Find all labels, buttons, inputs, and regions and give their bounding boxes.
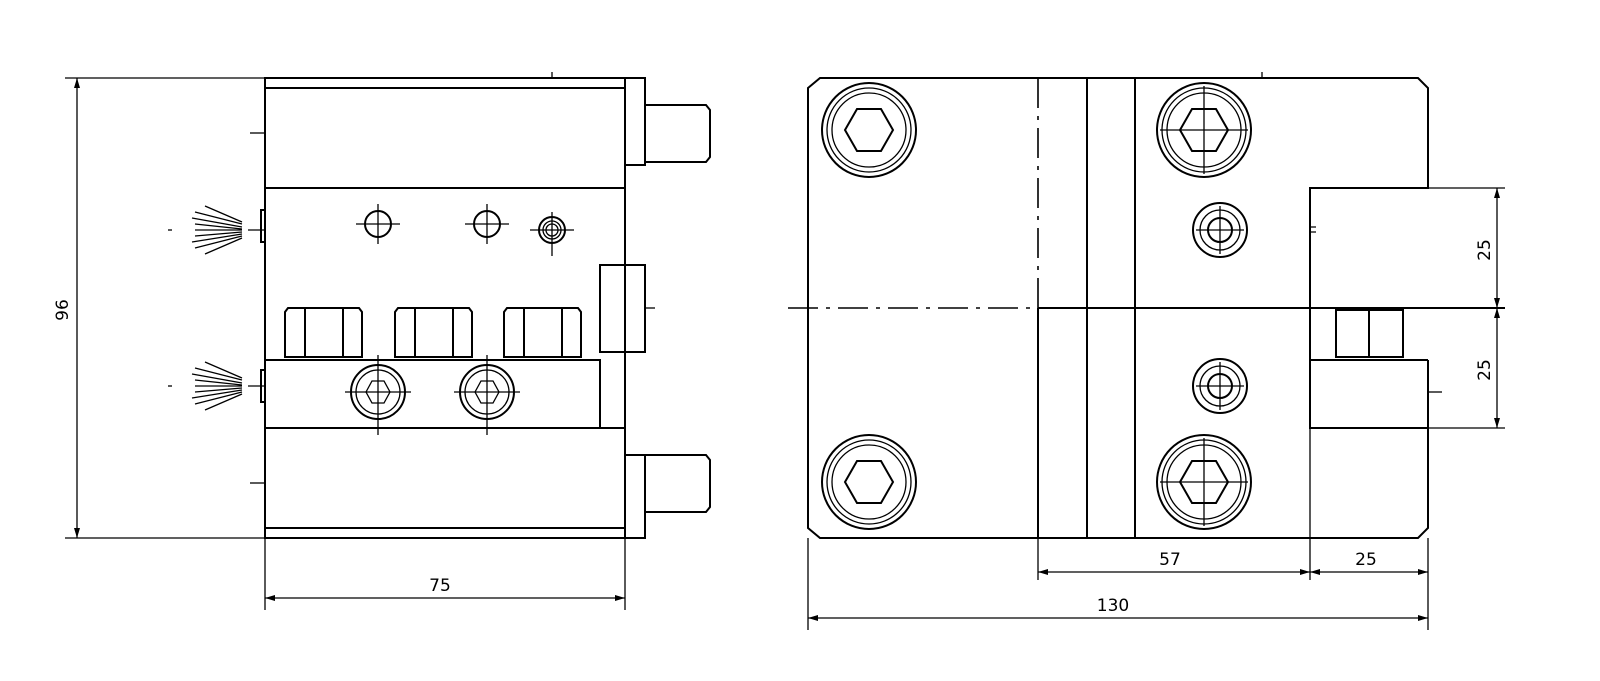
dimension-upper-offset: 25 [1428,188,1505,308]
lower-pin [645,455,710,512]
dimension-middle-span: 57 [1038,550,1310,575]
lower-flange [625,455,645,538]
port-hole [356,204,400,244]
dimension-width: 75 [265,538,625,610]
dimension-label: 96 [53,299,73,321]
bolt-head [1157,83,1251,177]
bolt-head [822,435,916,529]
lower-strip [265,360,600,428]
fitting [1193,203,1247,257]
dimension-total-width: 130 [808,596,1428,621]
dimension-label: 25 [1475,359,1495,381]
dimension-label: 25 [1475,239,1495,261]
port-hole [465,204,509,244]
hex-nut [285,308,362,357]
bolt-head [1157,435,1251,529]
upper-flange [625,78,645,165]
dimension-right-span: 25 [1310,550,1428,575]
dimension-label: 25 [1355,550,1377,570]
bolt-head [345,355,411,435]
dimension-lower-offset: 25 [1428,308,1505,428]
side-view: 25 25 57 25 130 [788,72,1505,630]
dimension-height: 96 [53,78,265,538]
main-body [265,78,625,538]
fitting [530,212,574,256]
hex-nut [504,308,581,357]
front-view: 96 75 [53,72,710,610]
upper-pin [645,105,710,162]
bolt-head [454,355,520,435]
hose-fan-icon [168,362,242,410]
dimension-label: 75 [429,576,451,596]
hose-fan-icon [168,206,242,254]
hex-nut [1336,310,1403,357]
fitting [1193,359,1247,413]
hex-nut [395,308,472,357]
bolt-head [822,83,916,177]
dimension-label: 130 [1097,596,1129,616]
side-block [600,265,645,352]
dimension-label: 57 [1159,550,1181,570]
